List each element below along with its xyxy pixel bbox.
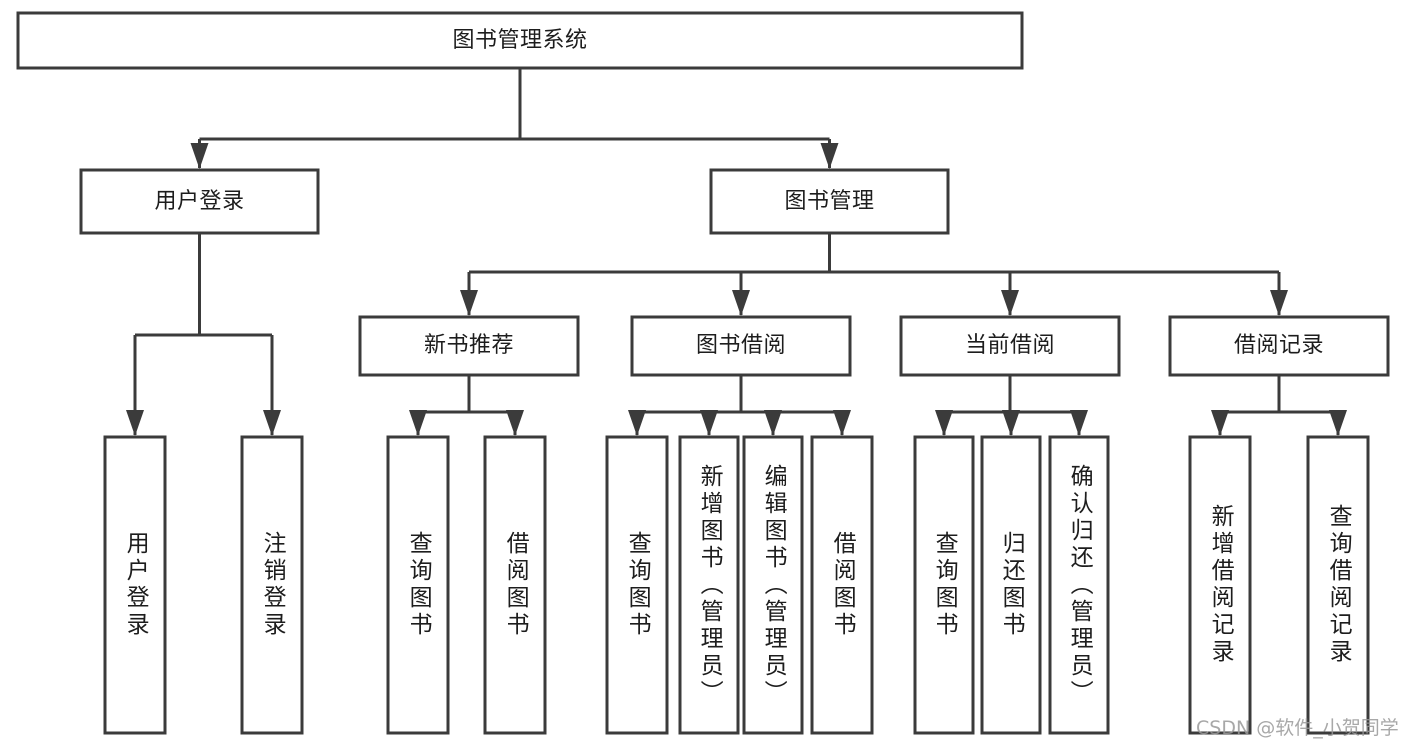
arrow-branch-3-0 bbox=[935, 410, 953, 436]
node-box-root bbox=[16, 11, 1024, 70]
arrow-branch-3-1 bbox=[1002, 410, 1020, 436]
arrow-branch-2-0 bbox=[628, 410, 646, 436]
node-box-level2-0 bbox=[79, 168, 320, 235]
arrow-branch-1-1 bbox=[506, 410, 524, 436]
node-box-leaf-0 bbox=[103, 435, 167, 735]
node-box-leaf-8 bbox=[913, 435, 975, 735]
arrow-branch-0-0 bbox=[126, 410, 144, 436]
node-box-level3-2 bbox=[899, 315, 1121, 377]
node-box-level3-3 bbox=[1168, 315, 1390, 377]
node-box-leaf-9 bbox=[980, 435, 1042, 735]
arrow-branch-2-3 bbox=[833, 410, 851, 436]
node-box-leaf-1 bbox=[240, 435, 304, 735]
node-box-leaf-2 bbox=[386, 435, 450, 735]
node-box-level2-1 bbox=[709, 168, 950, 235]
node-box-leaf-7 bbox=[810, 435, 874, 735]
node-box-leaf-5 bbox=[678, 435, 740, 735]
node-box-level3-1 bbox=[630, 315, 852, 377]
node-box-leaf-6 bbox=[742, 435, 804, 735]
node-box-level3-0 bbox=[358, 315, 580, 377]
arrow-branch-1-0 bbox=[409, 410, 427, 436]
arrow-root-to-level2-1 bbox=[820, 143, 839, 169]
node-box-leaf-10 bbox=[1048, 435, 1110, 735]
box-layer bbox=[16, 11, 1390, 735]
arrow-mgmt-to-level3-1 bbox=[732, 290, 750, 316]
arrow-branch-0-1 bbox=[263, 410, 281, 436]
arrow-branch-3-2 bbox=[1070, 410, 1088, 436]
arrow-branch-4-1 bbox=[1329, 410, 1347, 436]
node-box-leaf-12 bbox=[1306, 435, 1370, 735]
arrow-root-to-level2-0 bbox=[190, 143, 209, 169]
arrow-branch-4-0 bbox=[1211, 410, 1229, 436]
watermark-text: CSDN @软件_小贺同学 bbox=[1196, 717, 1399, 739]
arrow-branch-2-1 bbox=[700, 410, 718, 436]
node-box-leaf-4 bbox=[605, 435, 669, 735]
arrow-mgmt-to-level3-2 bbox=[1001, 290, 1019, 316]
node-box-leaf-3 bbox=[483, 435, 547, 735]
arrow-branch-2-2 bbox=[764, 410, 782, 436]
arrow-mgmt-to-level3-0 bbox=[460, 290, 478, 316]
arrow-mgmt-to-level3-3 bbox=[1270, 290, 1288, 316]
node-box-leaf-11 bbox=[1188, 435, 1252, 735]
connector-layer bbox=[126, 68, 1347, 436]
